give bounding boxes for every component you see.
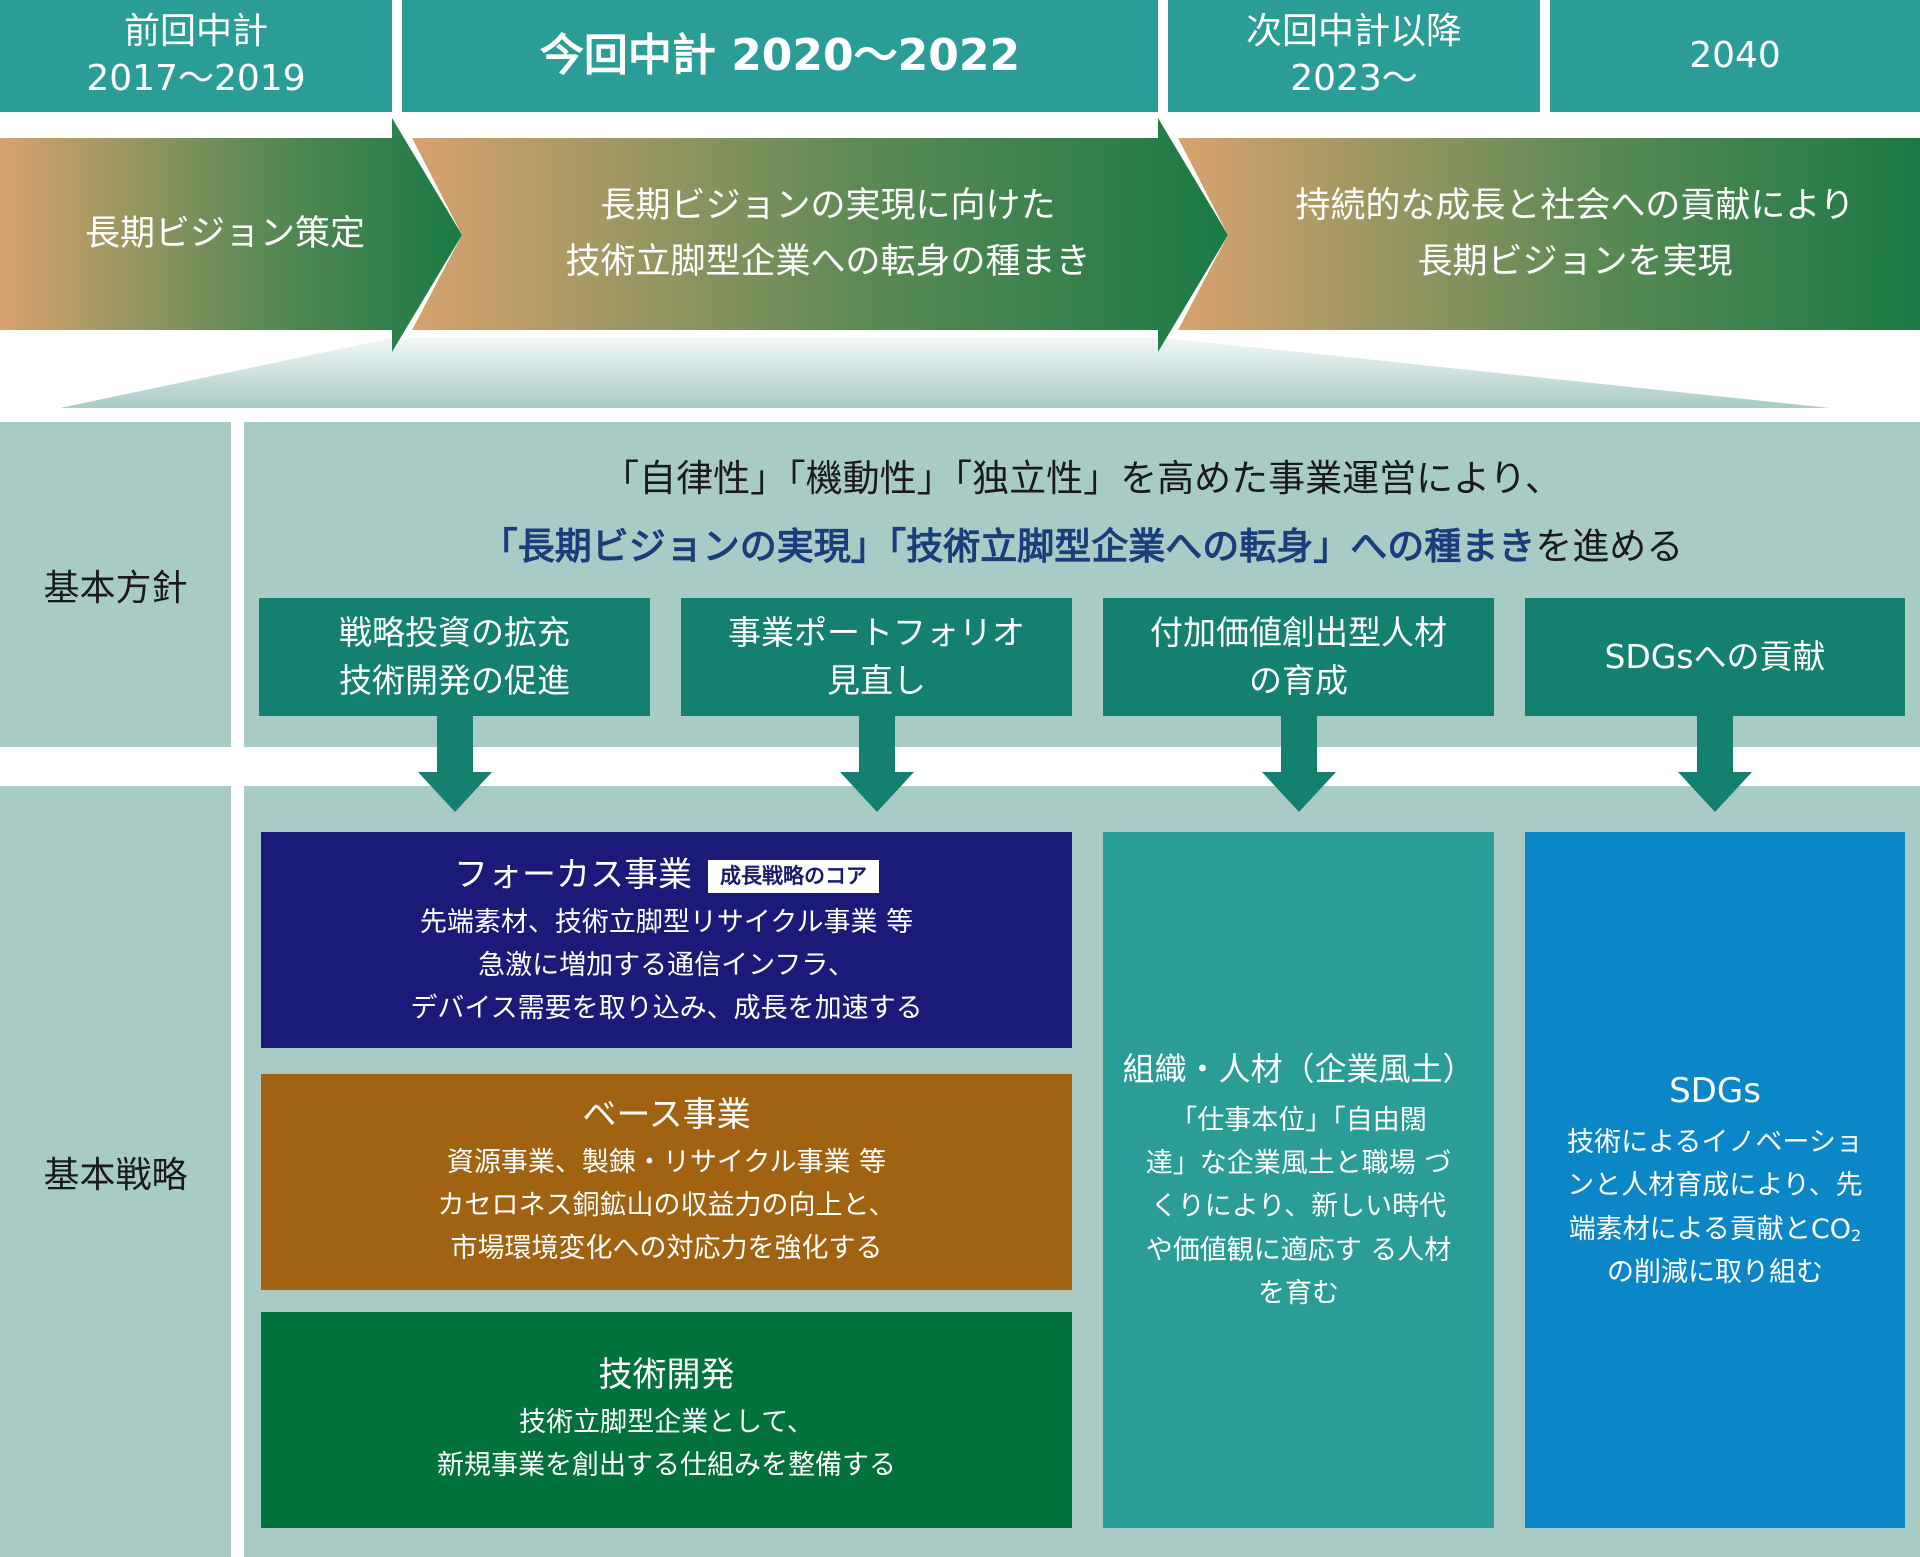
base-title: ベース事業 [582,1095,751,1135]
phase-arrows [0,118,1920,408]
focus-line-1: 先端素材、技術立脚型リサイクル事業 等 [419,907,914,938]
tech-line-1: 技術立脚型企業として、 [519,1407,814,1438]
sdgs-line-3-text: 端素材による貢献とCO [1568,1213,1851,1245]
pillar-3-line2: の育成 [1249,661,1348,700]
pillar-2-line1: 事業ポートフォリオ [728,613,1025,653]
down-arrow-4 [1678,716,1752,812]
pillar-strategic-investment: 戦略投資の拡充 技術開発の促進 [259,598,650,716]
focus-line-2: 急激に増加する通信インフラ、 [478,950,855,982]
phase-1-text: 長期ビジョン策定 [20,138,430,330]
focus-business-box: フォーカス事業成長戦略のコア 先端素材、技術立脚型リサイクル事業 等 急激に増加… [261,832,1072,1048]
strategy-label: 基本戦略 [0,786,231,1557]
policy-rest: を進める [1535,525,1684,568]
org-line-4: や価値観に適応す る人材 [1145,1234,1452,1266]
base-line-1: 資源事業、製錬・リサイクル事業 等 [446,1147,887,1178]
down-arrow-1 [418,716,492,812]
phase-1-line1: 長期ビジョン策定 [84,214,365,254]
tech-title: 技術開発 [598,1355,735,1395]
pillar-1-line1: 戦略投資の拡充 [339,613,570,653]
period-prev-label: 前回中計 [123,11,268,53]
focus-title-row: フォーカス事業成長戦略のコア [261,850,1072,901]
phase-2-text: 長期ビジョンの実現に向けた 技術立脚型企業への転身の種まき [470,138,1186,330]
pillar-4-line1: SDGsへの貢献 [1604,637,1826,677]
phase-3-line2: 長期ビジョンを実現 [1417,242,1733,282]
core-badge: 成長戦略のコア [708,859,879,894]
focus-line-3: デバイス需要を取り込み、成長を加速する [410,993,923,1025]
phase-arrow-1 [0,118,462,352]
pillar-portfolio-review: 事業ポートフォリオ 見直し [681,598,1072,716]
fan-shape [60,338,1830,408]
down-arrows [418,716,1752,812]
phase-3-line1: 持続的な成長と社会への貢献により [1295,186,1855,226]
pillar-3-line1: 付加価値創出型人材 [1150,613,1447,653]
period-prev-years: 2017〜2019 [86,58,306,99]
tech-dev-box: 技術開発 技術立脚型企業として、 新規事業を創出する仕組みを整備する [261,1312,1072,1528]
tech-line-2: 新規事業を創出する仕組みを整備する [437,1450,896,1482]
policy-label-text: 基本方針 [43,567,188,609]
focus-title: フォーカス事業 [454,855,692,895]
phase-2-line1: 長期ビジョンの実現に向けた [600,186,1056,226]
org-talent-box: 組織・人材（企業風土） 「仕事本位」「自由闊 達」な企業風土と職場 づ くりによ… [1103,832,1494,1528]
policy-line-2: 「長期ビジョンの実現」「技術立脚型企業への転身」への種まきを進める [244,516,1920,570]
pillar-1-line2: 技術開発の促進 [339,661,570,700]
sdgs-line-4: の削減に取り組む [1607,1256,1823,1288]
pillar-2-line2: 見直し [827,661,926,700]
sdgs-box: SDGs 技術によるイノベーショ ンと人材育成により、先 端素材による貢献とCO… [1525,832,1905,1528]
sdgs-title: SDGs [1669,1071,1761,1112]
period-2040-label: 2040 [1689,34,1781,76]
co2-subscript: 2 [1850,1225,1862,1245]
pillar-sdgs: SDGsへの貢献 [1525,598,1905,716]
strategy-label-text: 基本戦略 [43,1154,188,1196]
sdgs-line-1: 技術によるイノベーショ [1567,1127,1863,1159]
org-line-1: 「仕事本位」「自由闊 [1170,1105,1427,1137]
period-next-label: 次回中計以降 [1245,11,1462,53]
org-line-2: 達」な企業風土と職場 づ [1145,1148,1452,1180]
base-line-2: カセロネス銅鉱山の収益力の向上と、 [437,1190,896,1222]
period-next-years: 2023〜 [1290,58,1418,99]
sdgs-line-3: 端素材による貢献とCO2 [1569,1208,1862,1251]
period-2040: 2040 [1550,0,1920,112]
org-line-3: くりにより、新しい時代 [1150,1191,1447,1223]
policy-emphasis: 「長期ビジョンの実現」「技術立脚型企業への転身」への種まき [480,525,1536,568]
down-arrow-2 [840,716,914,812]
period-prev: 前回中計 2017〜2019 [0,0,392,112]
base-line-3: 市場環境変化への対応力を強化する [450,1233,883,1265]
pillar-talent-development: 付加価値創出型人材 の育成 [1103,598,1494,716]
policy-label: 基本方針 [0,422,231,747]
phase-arrow-2 [412,118,1228,352]
sdgs-line-2: ンと人材育成により、先 [1567,1170,1863,1202]
period-current-label: 今回中計 2020〜2022 [539,30,1021,82]
phase-2-line2: 技術立脚型企業への転身の種まき [565,242,1091,282]
period-current: 今回中計 2020〜2022 [402,0,1158,112]
phase-arrow-3 [1178,138,1920,330]
phase-3-text: 持続的な成長と社会への貢献により 長期ビジョンを実現 [1230,138,1920,330]
down-arrow-3 [1262,716,1336,812]
policy-line-1: 「自律性」「機動性」「独立性」を高めた事業運営により、 [602,457,1562,500]
base-business-box: ベース事業 資源事業、製錬・リサイクル事業 等 カセロネス銅鉱山の収益力の向上と… [261,1074,1072,1290]
period-next: 次回中計以降 2023〜 [1168,0,1540,112]
org-line-5: を育む [1258,1277,1339,1309]
org-title: 組織・人材（企業風土） [1122,1050,1475,1089]
